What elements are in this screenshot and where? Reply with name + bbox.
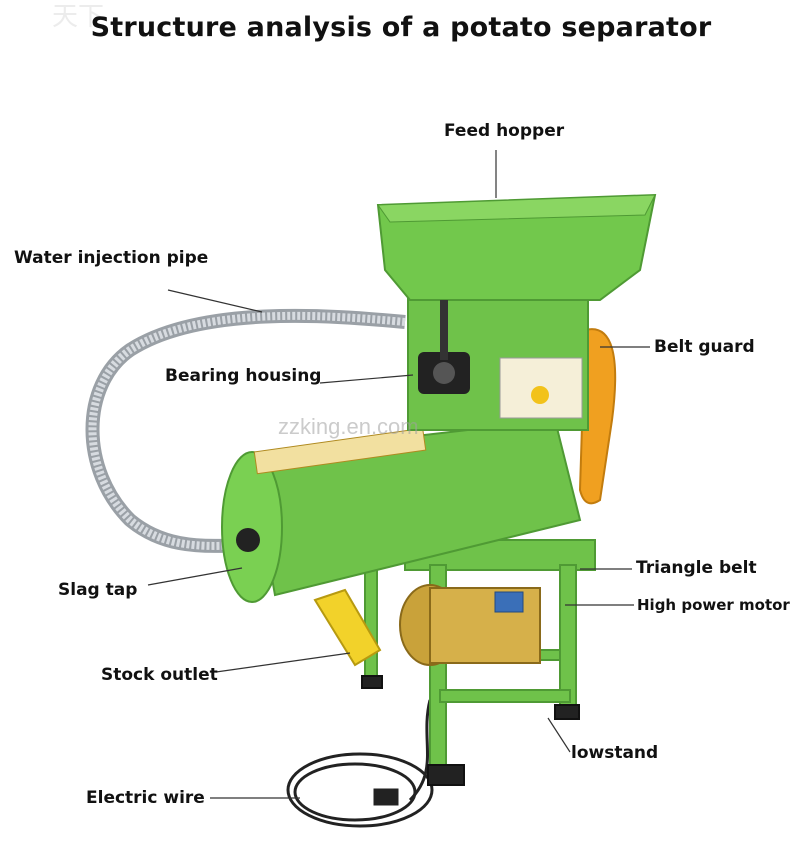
leader-stock-outlet [216,653,350,672]
leader-water-injection-pipe [168,290,262,312]
main-cylinder-drawing [222,420,580,602]
label-high-power-motor: High power motor [637,596,790,614]
label-electric-wire: Electric wire [86,788,205,808]
motor-drawing [400,585,540,665]
electric-wire-drawing [288,700,432,826]
label-slag-tap: Slag tap [58,580,137,600]
label-bearing-housing: Bearing housing [165,366,321,386]
label-triangle-belt: Triangle belt [636,558,757,578]
label-feed-hopper: Feed hopper [444,121,564,141]
label-stock-outlet: Stock outlet [101,665,218,685]
label-lowstand: lowstand [571,743,658,763]
leader-bearing-housing [320,375,413,383]
label-water-injection-pipe: Water injection pipe [14,248,208,268]
label-belt-guard: Belt guard [654,337,755,357]
leader-slag-tap [148,568,242,585]
leader-lowstand [548,718,570,752]
site-watermark: zzking.en.com [278,414,419,440]
